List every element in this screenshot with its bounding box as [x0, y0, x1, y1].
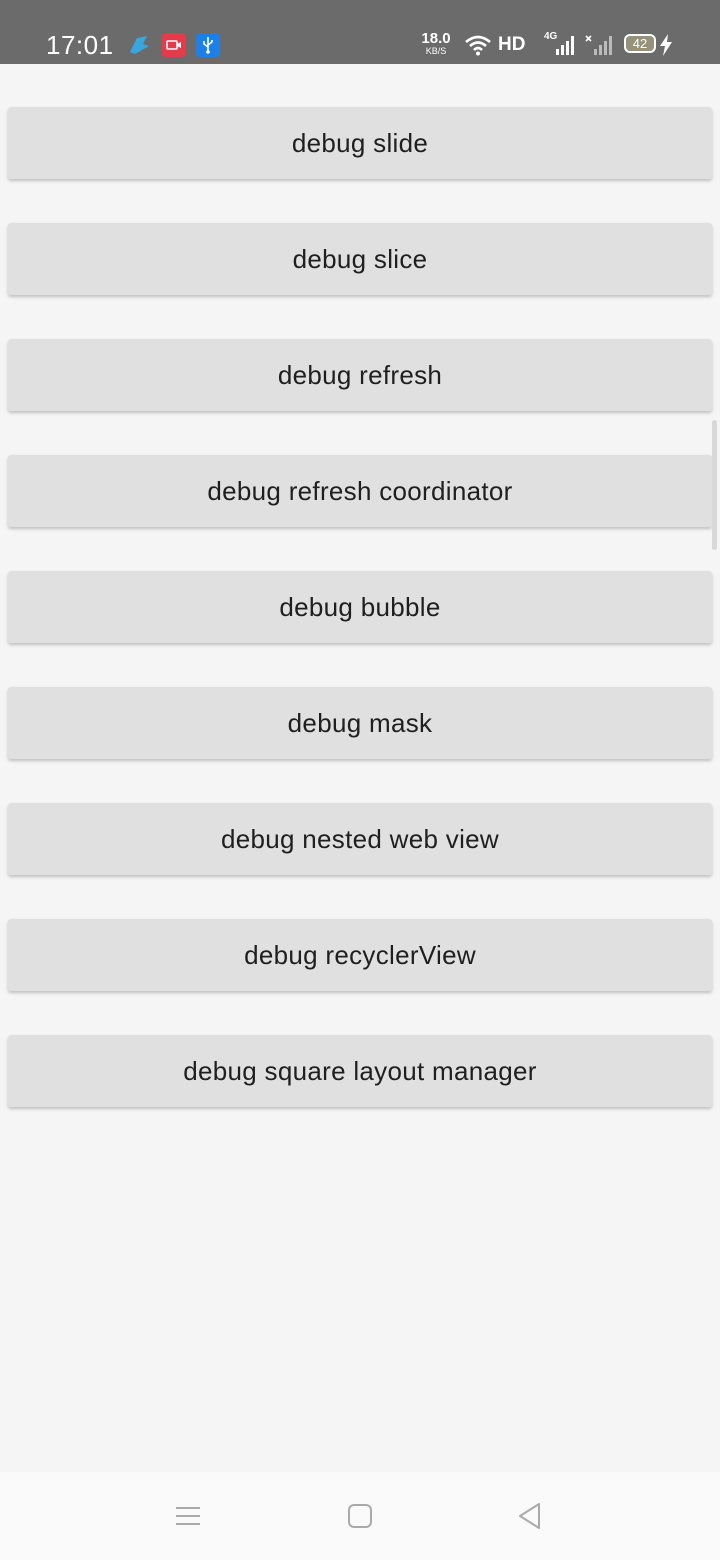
debug-mask-button[interactable]: debug mask: [8, 687, 712, 759]
wifi-icon: [464, 33, 492, 57]
status-bar: 17:01 18.0 KB/S HD 4G: [0, 0, 720, 64]
hd-label: HD: [498, 34, 526, 55]
debug-nested-web-view-button[interactable]: debug nested web view: [8, 803, 712, 875]
charging-icon: [657, 33, 675, 57]
navigation-bar: [0, 1472, 720, 1560]
network-speed: 18.0 KB/S: [418, 31, 454, 56]
debug-slice-button[interactable]: debug slice: [8, 223, 712, 295]
network-speed-value: 18.0: [421, 30, 451, 47]
debug-bubble-button[interactable]: debug bubble: [8, 571, 712, 643]
debug-refresh-button[interactable]: debug refresh: [8, 339, 712, 411]
bird-icon: [126, 33, 152, 57]
debug-recyclerview-button[interactable]: debug recyclerView: [8, 919, 712, 991]
debug-square-layout-manager-button[interactable]: debug square layout manager: [8, 1035, 712, 1107]
battery-indicator: 42: [624, 34, 656, 53]
debug-refresh-coordinator-button[interactable]: debug refresh coordinator: [8, 455, 712, 527]
network-speed-unit: KB/S: [425, 46, 447, 56]
network-type: 4G: [544, 31, 558, 42]
home-icon[interactable]: [338, 1494, 382, 1538]
back-icon[interactable]: [508, 1494, 552, 1538]
menu-icon[interactable]: [166, 1494, 210, 1538]
debug-slide-button[interactable]: debug slide: [8, 107, 712, 179]
screen-record-icon: [161, 33, 187, 57]
scrollbar[interactable]: [712, 420, 717, 550]
no-signal-icon: [584, 33, 614, 57]
usb-icon: [195, 33, 221, 57]
status-time: 17:01: [46, 30, 114, 60]
signal-icon: 4G: [544, 31, 576, 57]
battery-level: 42: [632, 36, 648, 51]
